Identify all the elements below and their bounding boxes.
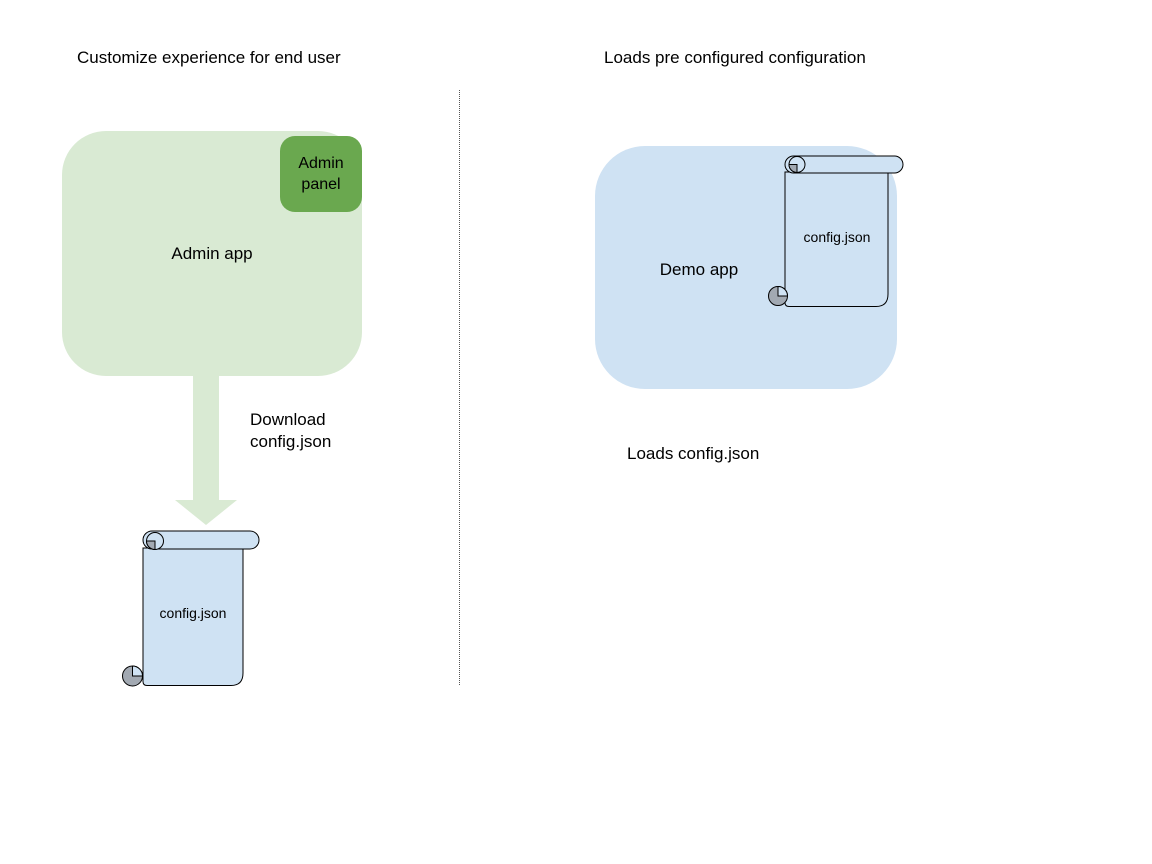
scroll-top-curl-shade — [145, 540, 156, 551]
config-file-label-left: config.json — [159, 605, 227, 621]
admin-app-label: Admin app — [171, 244, 253, 263]
config-file-label-right: config.json — [803, 229, 871, 245]
admin-panel-shape: Admin panel — [280, 136, 362, 212]
admin-panel-label: Admin panel — [298, 155, 344, 193]
section-divider-line — [459, 90, 460, 685]
scroll-bottom-curl-notch — [777, 285, 789, 297]
scroll-body — [784, 171, 889, 307]
demo-app-label: Demo app — [659, 260, 739, 279]
right-section-title: Loads pre configured configuration — [604, 48, 866, 67]
loads-config-caption: Loads config.json — [627, 444, 760, 463]
config-file-scroll-left — [122, 530, 260, 687]
scroll-body — [142, 547, 244, 686]
download-arrow-label-line2: config.json — [250, 432, 332, 451]
download-arrow-label-line1: Download — [250, 410, 326, 429]
scroll-bottom-curl-notch — [132, 665, 144, 677]
scroll-top-curl-shade — [788, 164, 798, 174]
left-section-title: Customize experience for end user — [77, 48, 341, 67]
config-file-scroll-right — [768, 155, 904, 307]
scroll-top-roll — [142, 530, 260, 550]
download-arrow — [175, 375, 237, 525]
down-arrow-icon — [175, 375, 237, 525]
scroll-top-roll — [784, 155, 904, 174]
download-arrow-label: Download config.json — [250, 409, 331, 453]
